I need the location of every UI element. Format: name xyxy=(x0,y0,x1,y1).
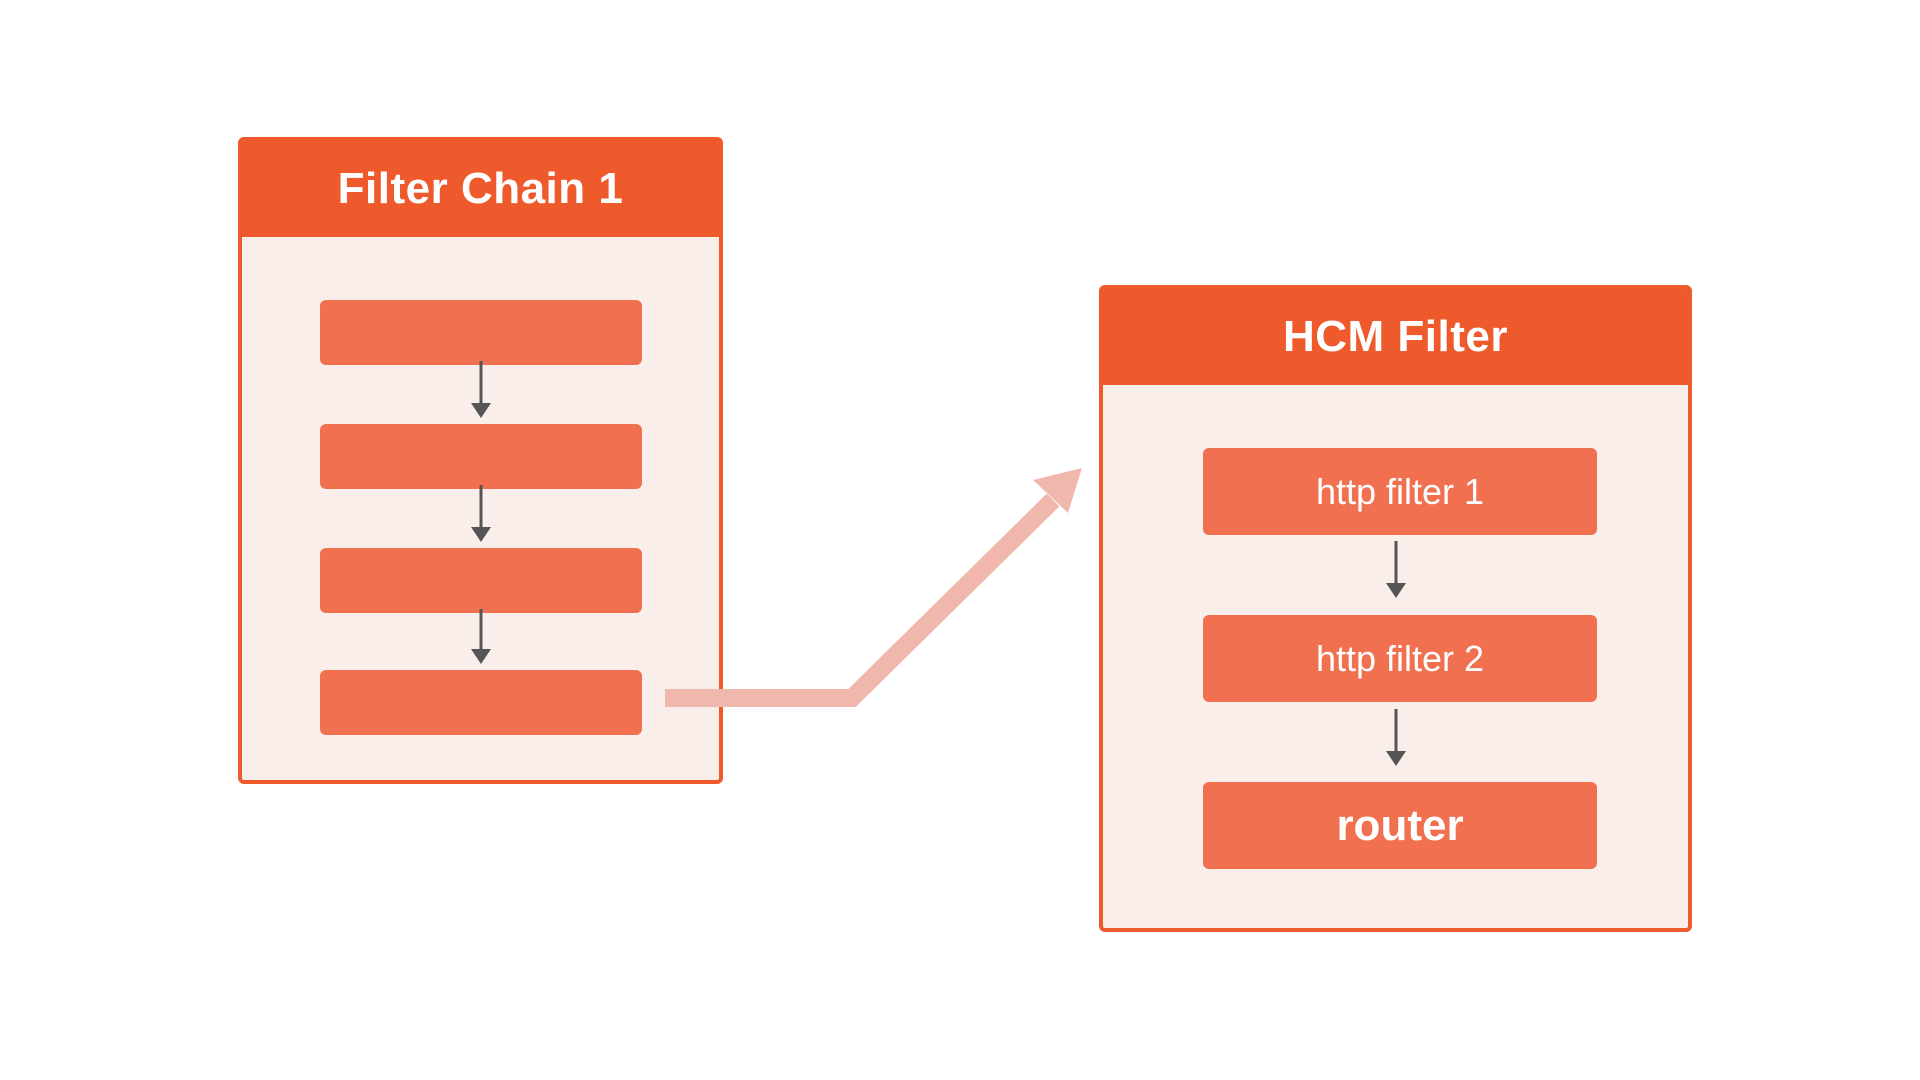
hcm-filter-title: HCM Filter xyxy=(1103,289,1688,385)
connector-arrowhead-icon xyxy=(1033,468,1082,513)
filter-chain-block-1 xyxy=(320,300,642,365)
filter-chain-block-2 xyxy=(320,424,642,489)
hcm-filter-panel: HCM Filter http filter 1 http filter 2 r… xyxy=(1099,285,1692,932)
filter-chain-block-3 xyxy=(320,548,642,613)
router-block: router xyxy=(1203,782,1597,869)
connector-line xyxy=(665,493,1060,707)
http-filter-1-block: http filter 1 xyxy=(1203,448,1597,535)
filter-chain-panel: Filter Chain 1 xyxy=(238,137,723,784)
filter-chain-title: Filter Chain 1 xyxy=(242,141,719,237)
http-filter-2-block: http filter 2 xyxy=(1203,615,1597,702)
connector-arrow xyxy=(665,468,1082,707)
filter-chain-block-4 xyxy=(320,670,642,735)
